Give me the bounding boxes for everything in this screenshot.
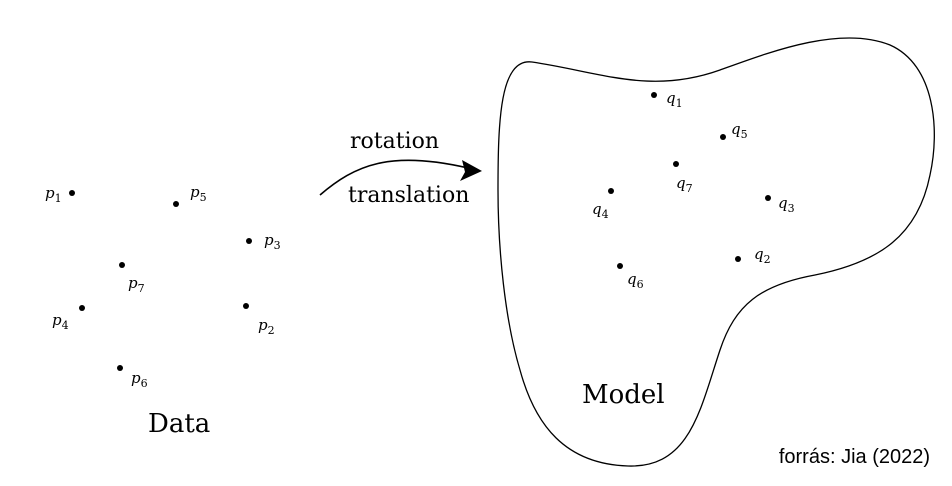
data-point-dot — [69, 190, 75, 196]
source-credit: forrás: Jia (2022) — [779, 446, 930, 468]
model-point-label: q6 — [627, 270, 644, 291]
data-point-dot — [79, 305, 85, 311]
data-point-dot — [243, 303, 249, 309]
model-point-dot — [617, 263, 623, 269]
data-point-label: p1 — [45, 184, 62, 205]
model-point-label: q3 — [778, 194, 795, 215]
model-point-label: q5 — [731, 120, 748, 141]
model-point-dot — [765, 195, 771, 201]
data-label: Data — [148, 409, 210, 439]
data-point-label: p3 — [264, 231, 281, 252]
data-point-label: p7 — [128, 274, 145, 295]
transform-arrow — [319, 159, 469, 196]
model-points: q1 q5 q7 q4 q3 q2 q6 — [592, 89, 795, 291]
model-point-label: q1 — [666, 89, 683, 110]
model-point-dot — [608, 188, 614, 194]
model-point-dot — [735, 256, 741, 262]
data-point-label: p2 — [258, 316, 275, 337]
data-point-dot — [246, 238, 252, 244]
data-point-label: p5 — [190, 183, 207, 204]
data-point-label: p4 — [52, 311, 69, 332]
model-point-label: q7 — [676, 174, 693, 195]
rotation-label: rotation — [350, 129, 439, 154]
data-points: p1 p5 p3 p7 p4 p2 p6 — [45, 183, 281, 390]
model-point-dot — [720, 134, 726, 140]
data-point-label: p6 — [131, 369, 148, 390]
data-point-dot — [119, 262, 125, 268]
model-point-dot — [651, 92, 657, 98]
transform-arrowhead — [460, 160, 482, 181]
data-point-dot — [173, 201, 179, 207]
model-point-label: q2 — [754, 245, 771, 266]
data-point-dot — [117, 365, 123, 371]
model-point-dot — [673, 161, 679, 167]
translation-label: translation — [348, 183, 469, 208]
model-label: Model — [582, 380, 665, 410]
model-point-label: q4 — [592, 200, 609, 221]
model-outline — [497, 37, 935, 467]
